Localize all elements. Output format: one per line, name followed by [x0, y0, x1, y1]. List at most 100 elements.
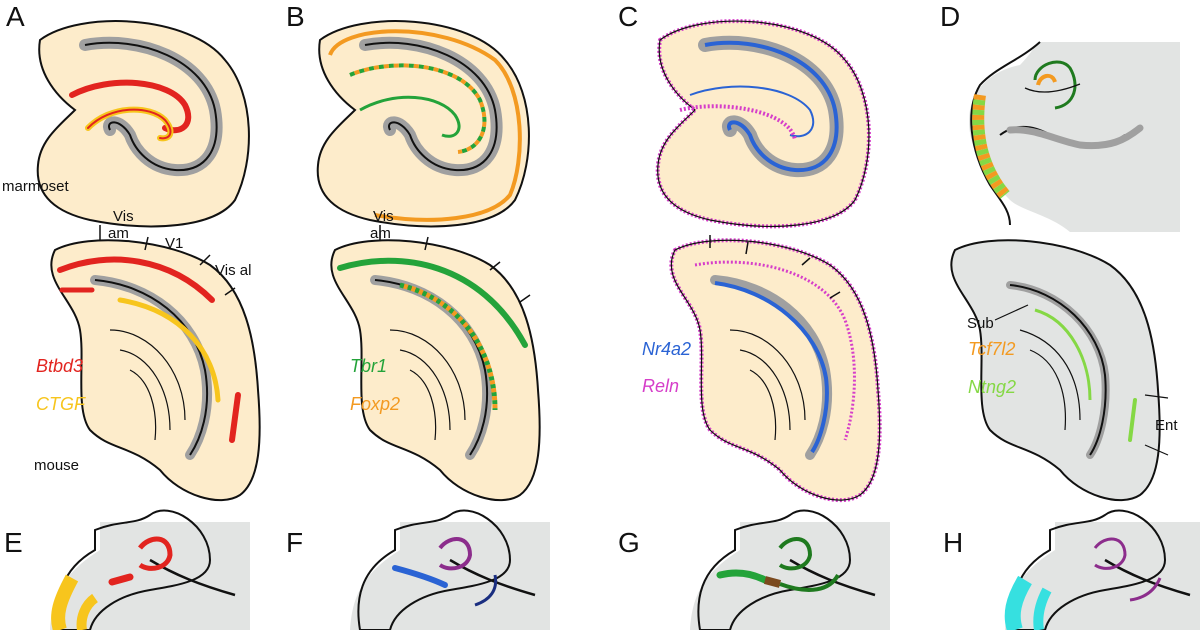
- panel-f: F: [286, 509, 550, 630]
- area-tick: [489, 261, 501, 271]
- dark-green-segment: [779, 573, 840, 592]
- area-label-vis: Vis: [113, 208, 134, 225]
- area-label-vis: Vis: [373, 208, 394, 225]
- panel-a: A marmoset Vis am V1 Vis: [2, 1, 261, 502]
- sub-pointer: [994, 304, 1029, 321]
- mouse-section-d: [950, 239, 1169, 502]
- marmoset-section-c: [655, 19, 871, 229]
- ventricle-line: [789, 558, 876, 597]
- mouse-section-b: [330, 225, 541, 502]
- panel-d: D Sub Ent Tcf7l2 Ntng2: [940, 1, 1180, 502]
- panel-letter-h: H: [943, 527, 963, 558]
- gray-band: [1006, 124, 1144, 150]
- area-label-am: am: [370, 225, 391, 242]
- blue-segment: [392, 565, 448, 588]
- mouse-section-a: [50, 225, 261, 502]
- area-tick: [199, 254, 211, 266]
- area-label-vis-al: Vis al: [215, 262, 251, 279]
- nr4a2-stripe: [704, 40, 839, 173]
- ventricle-line: [84, 41, 218, 172]
- panel-letter-f: F: [286, 527, 303, 558]
- panel-letter-b: B: [286, 1, 305, 32]
- gene-label-tcf7l2: Tcf7l2: [968, 339, 1015, 359]
- brown-segment: [763, 576, 782, 588]
- gene-label-foxp2: Foxp2: [350, 394, 400, 414]
- green-patch: [778, 537, 813, 571]
- ctgf-stripe: [117, 297, 221, 403]
- gene-label-tbr1: Tbr1: [350, 356, 387, 376]
- mouse-section-c: [669, 235, 882, 503]
- ntng2-stripe: [1033, 60, 1077, 110]
- btbd3-stripe: [57, 256, 215, 303]
- marmoset-section-b: [316, 20, 530, 228]
- area-tick: [424, 236, 429, 251]
- area-tick: [745, 241, 749, 255]
- reln-inner-stripe: [679, 104, 797, 141]
- purple-patch: [1093, 537, 1127, 570]
- nr4a2-stripe: [714, 281, 829, 454]
- red-segment: [108, 573, 134, 586]
- hippocampal-lines: [109, 329, 186, 441]
- marmoset-section-a: [36, 20, 250, 228]
- panel-letter-c: C: [618, 1, 638, 32]
- medial-section-top: [969, 41, 1180, 232]
- tbr1-inner-stripe: [359, 95, 461, 138]
- panel-letter-e: E: [4, 527, 23, 558]
- btbd3-lateral: [229, 392, 241, 443]
- navy-segment: [474, 574, 498, 607]
- panel-letter-d: D: [940, 1, 960, 32]
- cyan-inner: [1033, 587, 1052, 630]
- yellow-band: [51, 574, 79, 630]
- gene-label-ctgf: CTGF: [36, 394, 86, 414]
- tbr1-foxp2-stripe-alt: [399, 282, 498, 411]
- nr4a2-inner-stripe: [689, 85, 815, 138]
- tbr1-foxp2-stripe: [349, 63, 487, 154]
- ventricle-line: [449, 558, 536, 597]
- panel-letter-a: A: [6, 1, 25, 32]
- ventricle-line: [364, 41, 498, 172]
- red-patch: [138, 536, 173, 571]
- tbr1-foxp2-stripe-alt: [349, 63, 487, 154]
- hippocampal-line: [1024, 83, 1081, 93]
- region-label-sub: Sub: [967, 315, 994, 332]
- hippocampal-lines: [1019, 329, 1081, 431]
- area-tick: [801, 257, 811, 266]
- purple-patch: [438, 537, 473, 571]
- panel-letter-g: G: [618, 527, 640, 558]
- hippocampal-lines: [389, 329, 466, 441]
- region-label-ent: Ent: [1155, 417, 1178, 434]
- ntng2-ent-stripe: [1128, 398, 1137, 442]
- species-label-marmoset: marmoset: [2, 178, 70, 195]
- cyan-band: [1004, 575, 1032, 630]
- tcf7l2-patch: [1036, 73, 1057, 86]
- foxp2-outer-stripe: [328, 29, 522, 222]
- purple-segment: [1129, 577, 1162, 602]
- gene-label-reln: Reln: [642, 376, 679, 396]
- gene-label-btbd3: Btbd3: [36, 356, 83, 376]
- area-label-am: am: [108, 225, 129, 242]
- gene-label-ntng2: Ntng2: [968, 377, 1016, 397]
- tbr1-stripe: [337, 257, 528, 348]
- area-tick: [519, 294, 531, 303]
- area-tick: [144, 236, 149, 251]
- gene-label-nr4a2: Nr4a2: [642, 339, 691, 359]
- reln-stripe: [694, 260, 856, 441]
- hippocampal-lines: [729, 329, 806, 441]
- green-segment: [716, 569, 769, 584]
- ent-tick: [1144, 394, 1169, 399]
- ventricle-line: [149, 558, 236, 597]
- panel-b: B Vis am Tbr1 Foxp2: [286, 1, 541, 502]
- ent-tick: [1144, 444, 1169, 456]
- yellow-inner: [76, 593, 99, 630]
- tcf7l2-ntng2-band: [972, 94, 1010, 199]
- area-tick: [829, 291, 841, 299]
- ntng2-stripe: [1034, 308, 1092, 401]
- ventricle-line: [1104, 558, 1191, 597]
- panel-e: E: [4, 509, 250, 630]
- btbd3-stripe: [69, 79, 192, 134]
- panel-h: H: [943, 509, 1200, 630]
- ventricle-line: [1009, 284, 1107, 456]
- ventricle-line: [94, 279, 209, 456]
- panel-g: G: [618, 509, 890, 630]
